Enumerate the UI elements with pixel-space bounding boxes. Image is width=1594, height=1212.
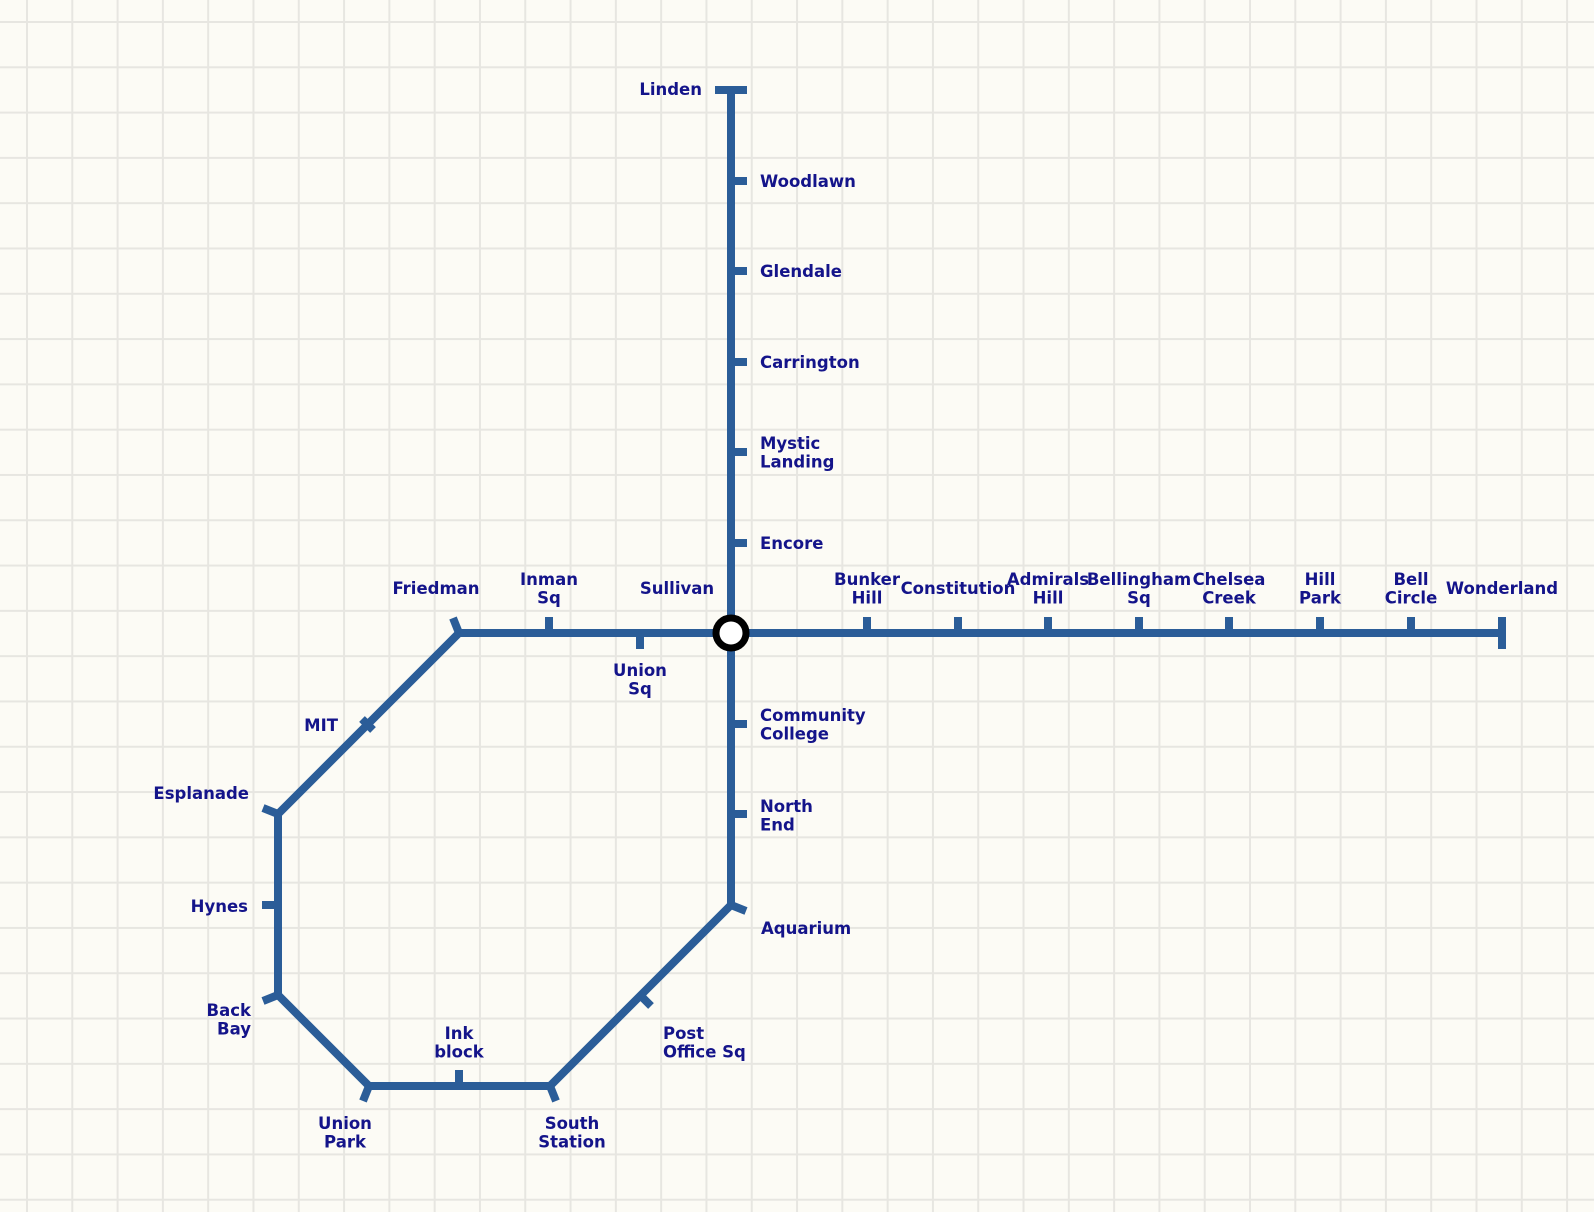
station-ticks — [261, 86, 1506, 1103]
station-tick-union-park[interactable] — [359, 1084, 373, 1103]
station-label-woodlawn[interactable]: Woodlawn — [760, 172, 856, 191]
station-label-wonderland[interactable]: Wonderland — [1446, 579, 1558, 598]
station-tick-friedman[interactable] — [449, 616, 463, 635]
station-tick-south-station[interactable] — [546, 1084, 560, 1103]
station-label-encore[interactable]: Encore — [760, 534, 823, 553]
station-label-constitution[interactable]: Constitution — [901, 579, 1016, 598]
station-label-carrington[interactable]: Carrington — [760, 353, 860, 372]
station-tick-post-office-sq[interactable] — [637, 992, 654, 1009]
line-route-main — [274, 90, 1502, 1090]
interchange-station-marker[interactable] — [712, 614, 750, 652]
station-label-friedman[interactable]: Friedman — [392, 579, 479, 598]
station-label-aquarium[interactable]: Aquarium — [761, 919, 851, 938]
station-tick-back-bay[interactable] — [261, 991, 280, 1005]
station-label-hynes[interactable]: Hynes — [191, 897, 249, 916]
station-label-mit[interactable]: MIT — [304, 716, 339, 735]
station-tick-aquarium[interactable] — [729, 901, 748, 915]
station-label-esplanade[interactable]: Esplanade — [153, 784, 249, 803]
station-label-sullivan[interactable]: Sullivan — [640, 579, 714, 598]
station-tick-mit[interactable] — [359, 716, 376, 733]
station-tick-esplanade[interactable] — [261, 804, 280, 818]
station-label-glendale[interactable]: Glendale — [760, 262, 842, 281]
station-label-linden[interactable]: Linden — [639, 80, 702, 99]
